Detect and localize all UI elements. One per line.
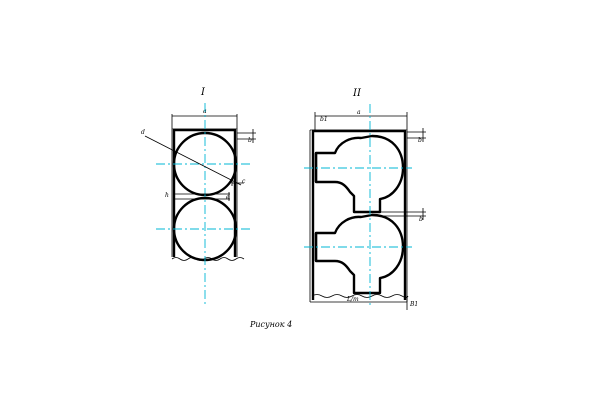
view-2-right-label-mid: b <box>419 216 423 223</box>
view-1-leader-label: d <box>141 129 145 136</box>
view-2-corner-label: b1 <box>320 116 328 123</box>
view-2-opening-upper <box>314 134 405 214</box>
view-1-mid-label: e <box>226 194 230 201</box>
view-2-break-line <box>311 294 409 298</box>
view-2-bottom-label: L/m <box>346 296 359 303</box>
view-2-right-dimension-mid <box>380 208 426 220</box>
view-2: II a b1 b b L/m B1 <box>304 88 426 310</box>
view-1-right-label-mid: c <box>242 178 246 185</box>
view-2-top-dimension <box>314 112 408 130</box>
view-1-leader-line <box>144 135 242 186</box>
view-1-break-line <box>171 257 245 261</box>
view-1-numeral: I <box>200 87 206 98</box>
view-1-right-dimension-top <box>237 129 256 143</box>
view-2-extra-label: B1 <box>409 301 418 308</box>
view-1-top-dimension <box>171 114 238 129</box>
view-2-right-dimension-top <box>407 128 426 142</box>
view-2-side-walls <box>311 131 407 300</box>
view-2-numeral: II <box>352 88 362 99</box>
view-1-right-dimension-mid <box>231 178 244 186</box>
view-2-opening-lower <box>314 213 405 295</box>
view-2-right-label-top: b <box>418 137 422 144</box>
view-1-right-label-top: b <box>248 137 252 144</box>
view-1-left-label: h <box>165 192 169 199</box>
view-2-bottom-dimension <box>310 296 408 310</box>
view-2-top-mark: a <box>357 109 361 116</box>
view-1: I a d b c h e <box>141 87 256 304</box>
view-1-gap-dimension <box>174 192 230 201</box>
figure-caption: Рисунок 4 <box>249 320 292 329</box>
view-1-housing <box>171 128 238 257</box>
